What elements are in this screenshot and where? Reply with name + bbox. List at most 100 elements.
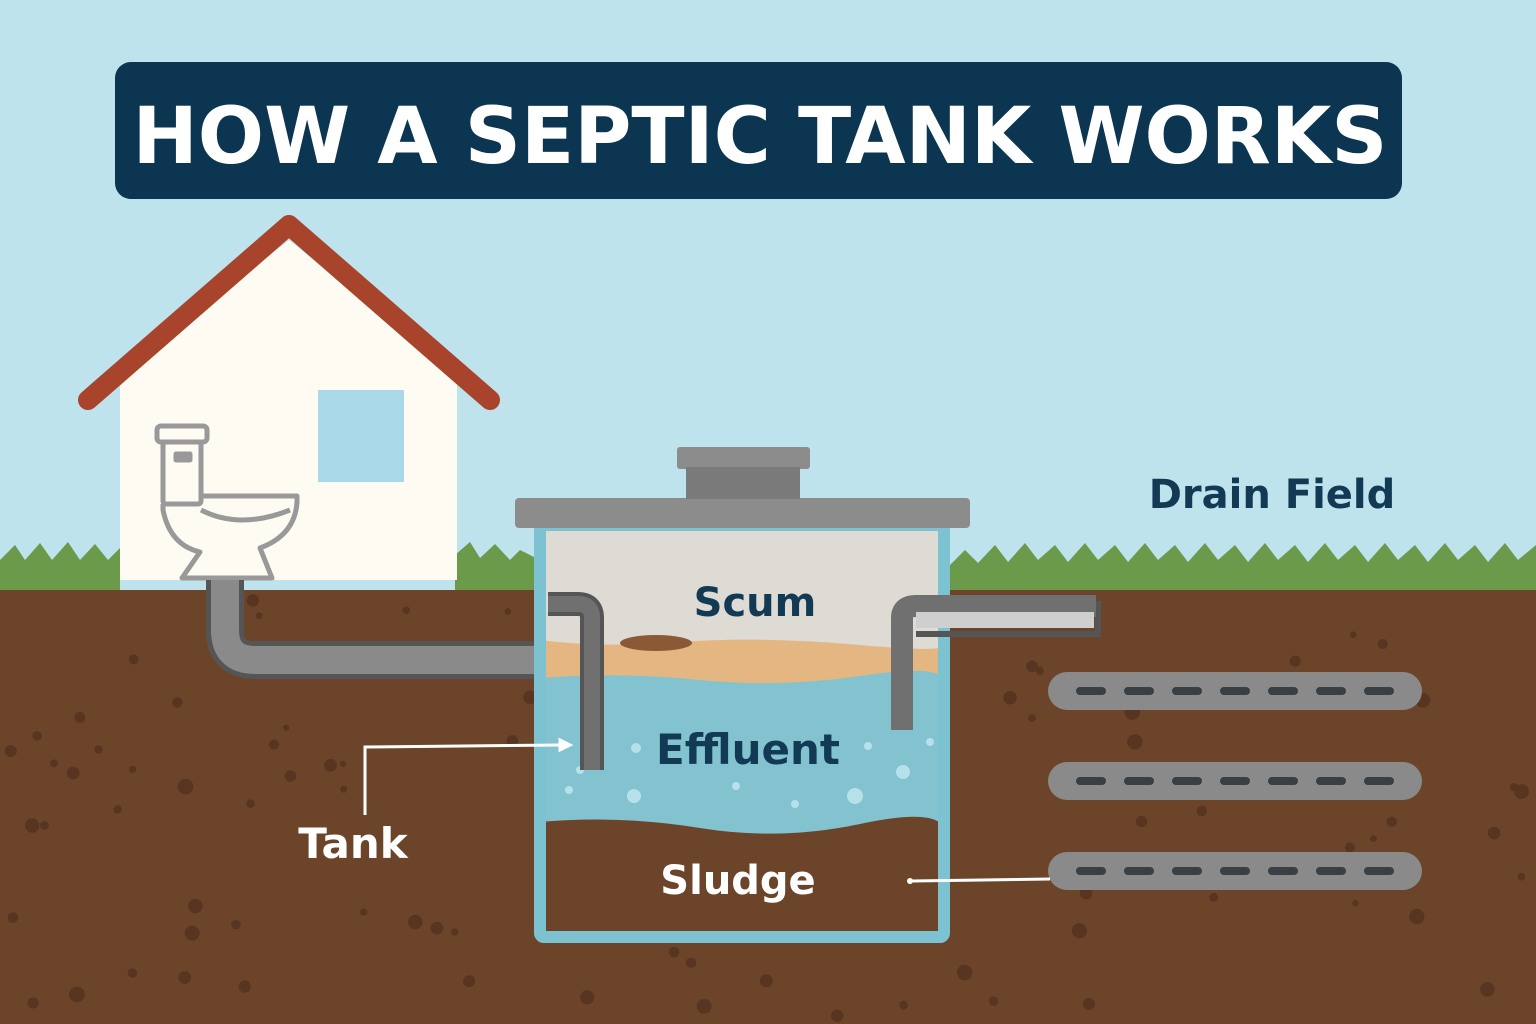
soil-dot (283, 724, 290, 731)
grass (0, 542, 1536, 592)
soil-dot (27, 997, 39, 1009)
soil-dot (246, 799, 255, 808)
soil-dot (66, 766, 80, 780)
soil-dot (94, 745, 103, 754)
drain-perforation (1076, 687, 1106, 695)
soil-dot (188, 898, 203, 914)
label-tank: Tank (298, 819, 408, 868)
drain-perforation (1172, 777, 1202, 785)
soil-dot (668, 946, 680, 958)
drain-perforation (1124, 687, 1154, 695)
soil-dot (430, 921, 444, 935)
soil-dot (1349, 631, 1357, 639)
soil-dot (504, 608, 512, 615)
soil-dot (50, 759, 58, 768)
inlet-baffle (548, 596, 600, 770)
soil-dot (74, 711, 86, 723)
drain-perforation (1364, 777, 1394, 785)
label-drain-field: Drain Field (1149, 472, 1396, 518)
window (318, 390, 404, 482)
soil-dot (1352, 899, 1359, 907)
drain-perforation (1076, 867, 1106, 875)
soil-dot (1514, 784, 1529, 799)
soil-dot (1135, 815, 1148, 828)
soil-dot (1028, 714, 1036, 722)
bubbles (565, 738, 934, 808)
soil-dot (1196, 805, 1208, 817)
drain-perforation (1316, 687, 1346, 695)
title-banner: HOW A SEPTIC TANK WORKS (115, 62, 1402, 199)
label-sludge: Sludge (660, 858, 815, 904)
drain-perforation (1172, 687, 1202, 695)
label-effluent: Effluent (656, 725, 840, 774)
outlet-pipe (891, 595, 1096, 730)
house (78, 215, 500, 581)
soil-dot (580, 990, 595, 1005)
soil-dot (184, 925, 200, 941)
soil-dot (407, 914, 423, 930)
soil-dot (177, 778, 194, 795)
soil-dot (7, 912, 19, 923)
soil-dot (899, 1000, 909, 1010)
sludge-layer (540, 816, 944, 937)
drain-perforation (1220, 777, 1250, 785)
soil-dot (1209, 892, 1219, 902)
label-scum: Scum (694, 580, 817, 626)
soil-dot (113, 805, 122, 814)
soil-dot (1369, 835, 1377, 843)
soil-dot (129, 765, 137, 773)
drain-perforation (1076, 777, 1106, 785)
soil-dot (506, 735, 519, 747)
riser (686, 467, 800, 499)
soil-dot (69, 986, 85, 1003)
soil-dot (1071, 923, 1088, 939)
drain-perforation (1364, 687, 1394, 695)
drain-perforation (1364, 867, 1394, 875)
riser-cap (677, 447, 810, 469)
soil-dot (759, 974, 773, 988)
tank-leader (363, 737, 574, 815)
tank-lid (515, 498, 970, 528)
soil-dot (4, 745, 17, 758)
scum-blob (620, 635, 692, 651)
title-text: HOW A SEPTIC TANK WORKS (133, 92, 1388, 182)
drain-perforation (1316, 777, 1346, 785)
soil-dot (1082, 997, 1095, 1010)
drain-perforation (1316, 867, 1346, 875)
soil-dot (1035, 666, 1044, 675)
soil-dot (523, 690, 537, 704)
soil-dot (255, 612, 263, 620)
drain-perforation (1220, 867, 1250, 875)
drain-perforation (1268, 777, 1298, 785)
soil-dot (1289, 655, 1301, 667)
soil-dot (268, 739, 280, 750)
soil-dot (238, 980, 251, 993)
sludge-leader (907, 877, 1051, 884)
septic-tank: Scum Effluent Sludge (515, 447, 1101, 943)
soil-dot (696, 998, 712, 1014)
soil-dot (451, 928, 459, 936)
soil-dot (831, 1009, 844, 1022)
drain-perforation (1172, 867, 1202, 875)
soil-texture (4, 594, 1529, 1022)
soil-dot (128, 654, 139, 665)
soil-dot (32, 731, 42, 741)
soil-dot (685, 957, 697, 969)
soil-dot (989, 996, 999, 1006)
toilet-icon (154, 423, 300, 581)
soil-dot (127, 968, 138, 978)
soil-dot (339, 760, 347, 767)
inlet-pipe (206, 580, 552, 679)
soil-dot (1344, 842, 1355, 853)
soil-dot (359, 908, 368, 916)
soil-dot (1517, 872, 1526, 881)
soil-dot (956, 964, 973, 981)
soil-dot (1003, 691, 1017, 705)
soil-dot (1026, 660, 1038, 673)
soil-dot (231, 919, 241, 930)
soil-dot (172, 697, 183, 708)
soil-dot (25, 818, 40, 833)
soil-dot (463, 975, 476, 988)
drain-perforation (1124, 867, 1154, 875)
soil-dot (1409, 909, 1425, 925)
